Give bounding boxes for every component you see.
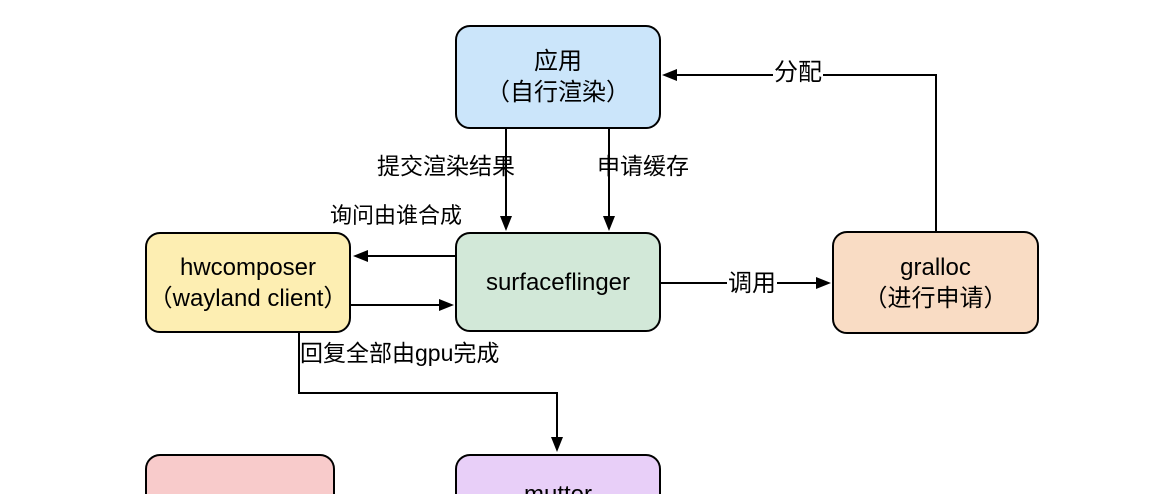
node-surfaceflinger-label: surfaceflinger bbox=[485, 268, 631, 296]
node-hwcomposer-label-line2: （wayland client） bbox=[148, 284, 348, 312]
node-app-label-line2: （自行渲染） bbox=[486, 79, 630, 106]
node-gralloc-label-line1: gralloc bbox=[900, 253, 971, 281]
edge-label-allocate: 分配 bbox=[773, 59, 823, 86]
node-gralloc: gralloc （进行申请） bbox=[832, 231, 1039, 334]
node-app-label-line1: 应用 bbox=[534, 48, 582, 75]
edge-label-request-buffer: 申请缓存 bbox=[597, 153, 689, 179]
edge-gpu-done-arrowhead-icon bbox=[551, 437, 563, 452]
node-surfaceflinger: surfaceflinger bbox=[455, 232, 661, 332]
node-app: 应用 （自行渲染） bbox=[455, 25, 661, 129]
edge-label-ask-who-composites: 询问由谁合成 bbox=[330, 203, 463, 228]
node-pink-box bbox=[145, 454, 335, 494]
edge-gpu-done-line bbox=[298, 332, 558, 438]
edge-request-buffer-arrowhead-icon bbox=[603, 216, 615, 231]
node-mutter: mutter bbox=[455, 454, 661, 494]
node-hwcomposer-label-line1: hwcomposer bbox=[179, 253, 317, 281]
edge-ask-arrowhead-icon bbox=[353, 250, 368, 262]
node-gralloc-label-line2: （进行申请） bbox=[863, 284, 1008, 312]
edge-reply-arrowhead-icon bbox=[439, 299, 454, 311]
edge-allocate-line bbox=[677, 74, 937, 231]
edge-submit-render-arrowhead-icon bbox=[500, 216, 512, 231]
edge-label-call: 调用 bbox=[727, 270, 777, 297]
edge-label-reply-all-done-by-gpu: 回复全部由gpu完成 bbox=[300, 340, 500, 366]
node-hwcomposer: hwcomposer （wayland client） bbox=[145, 232, 351, 333]
edge-allocate-arrowhead-icon bbox=[662, 69, 677, 81]
edge-label-submit-render-result: 提交渲染结果 bbox=[377, 153, 515, 179]
node-mutter-label: mutter bbox=[524, 479, 592, 494]
edge-call-arrowhead-icon bbox=[816, 277, 831, 289]
